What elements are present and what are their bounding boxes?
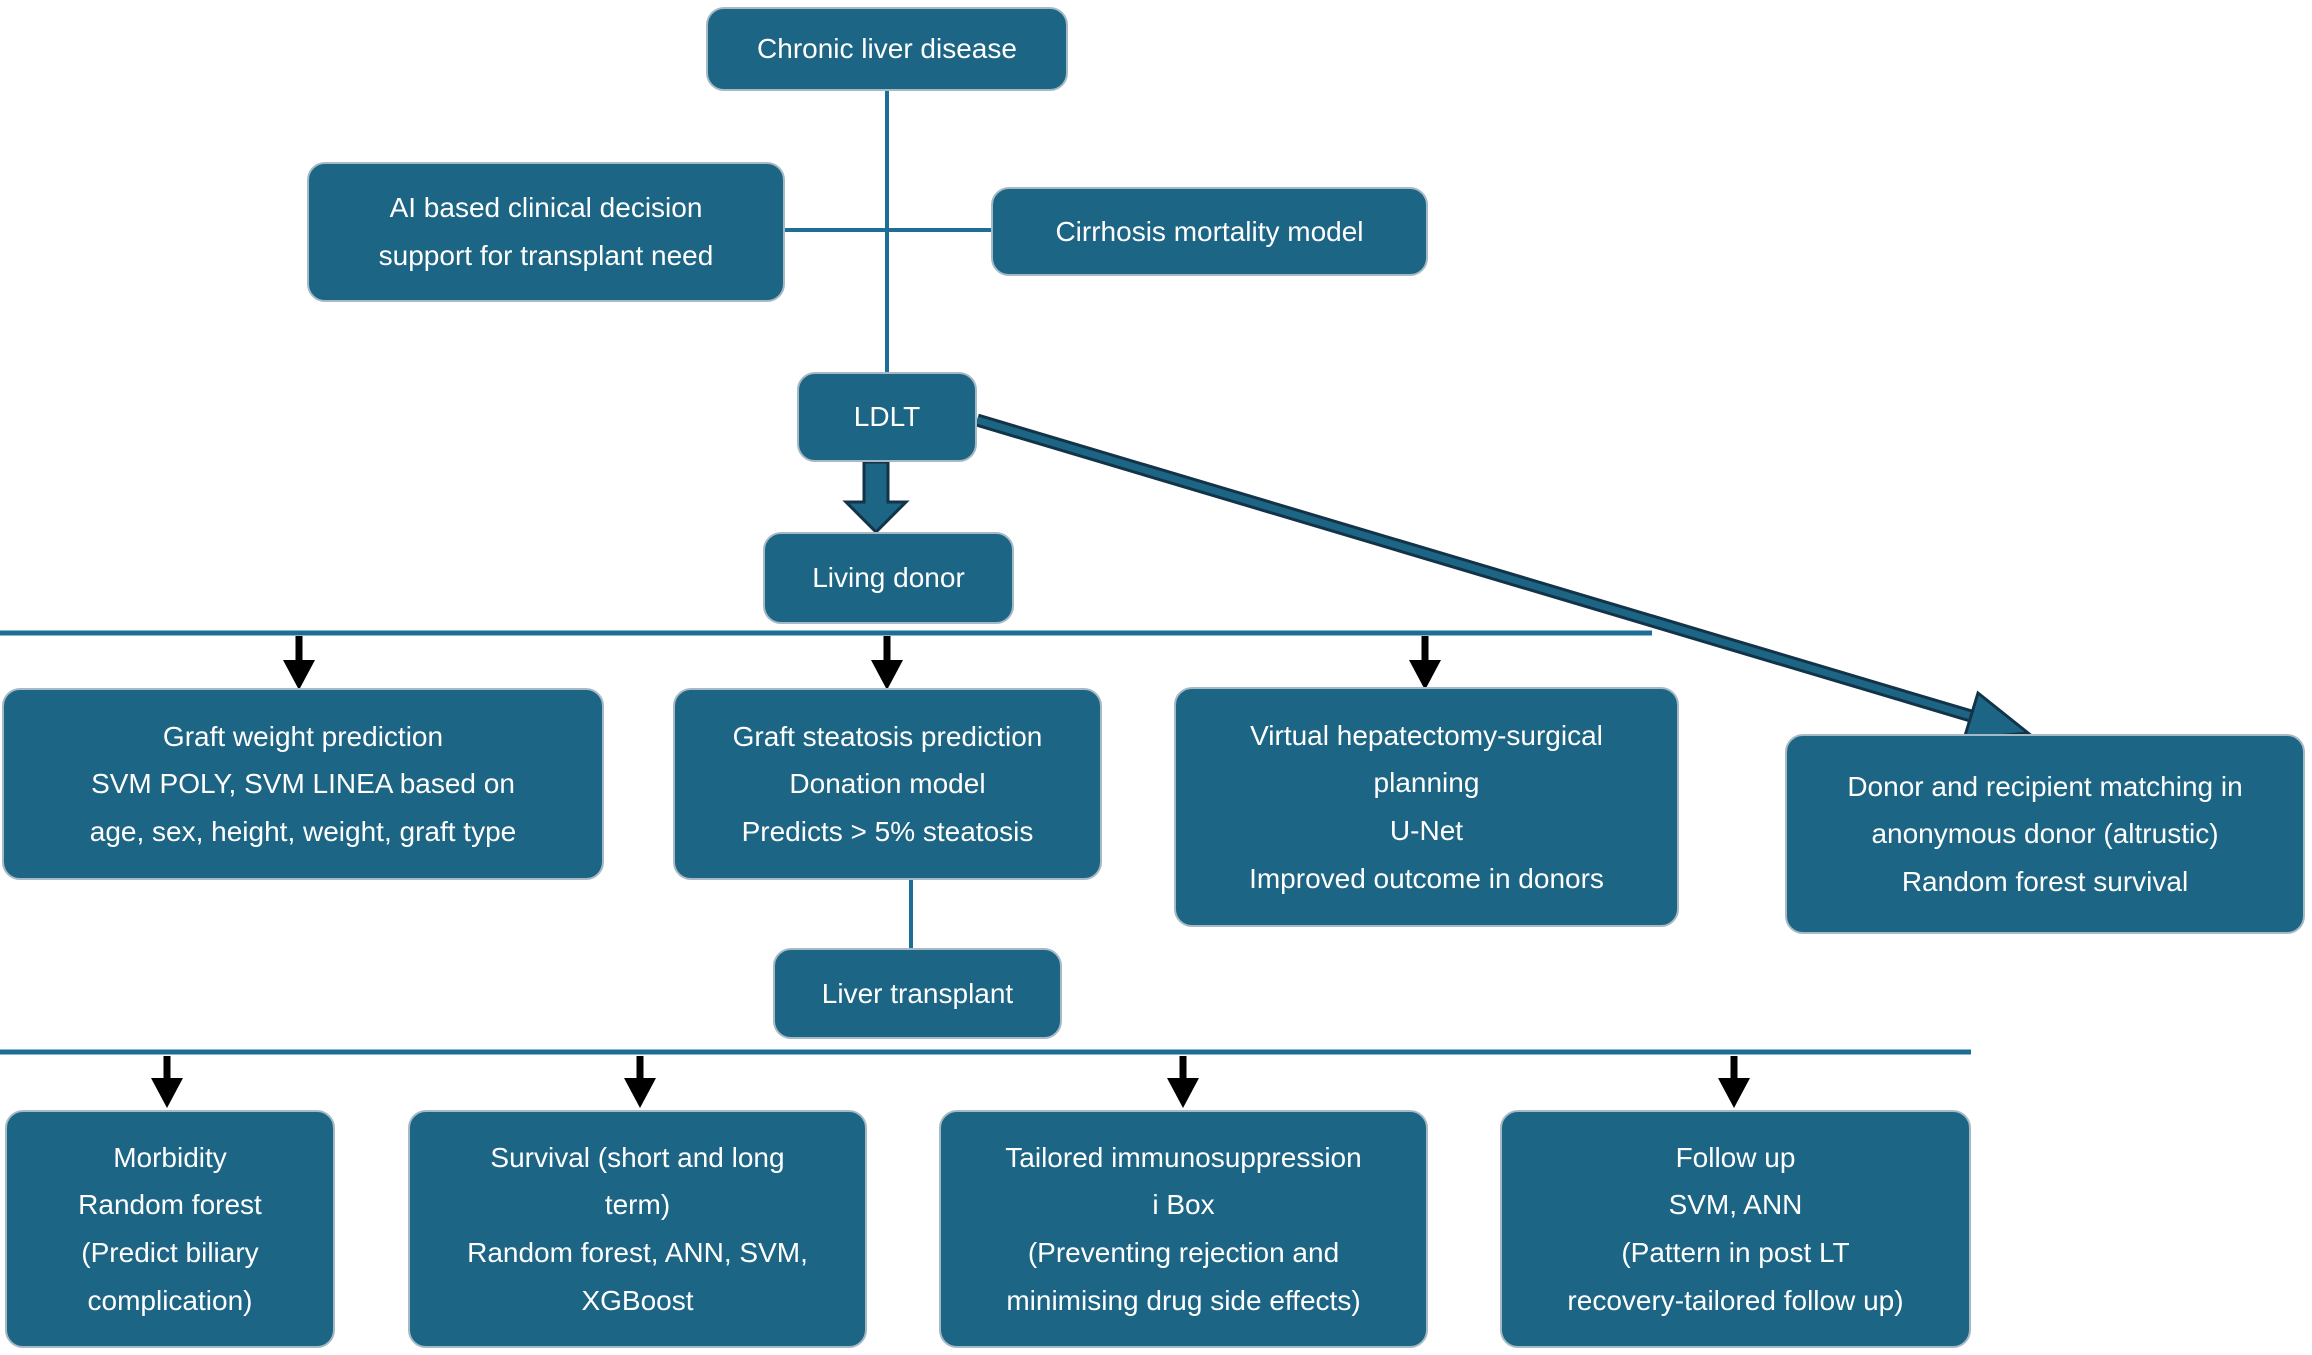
node-graft-steatosis-prediction: Graft steatosis prediction Donation mode… — [673, 688, 1102, 880]
node-cirrhosis-mortality-model: Cirrhosis mortality model — [991, 187, 1428, 276]
node-ai-decision-support: AI based clinical decision support for t… — [307, 162, 785, 302]
block-arrow-ldlt-to-living-donor — [842, 460, 910, 535]
arrow-to-survival — [624, 1056, 656, 1108]
node-follow-up: Follow up SVM, ANN (Pattern in post LT r… — [1500, 1110, 1971, 1348]
arrow-to-morbidity — [151, 1056, 183, 1108]
arrow-to-graft-steatosis — [871, 636, 903, 690]
node-morbidity: Morbidity Random forest (Predict biliary… — [5, 1110, 335, 1348]
node-chronic-liver-disease: Chronic liver disease — [706, 7, 1068, 91]
arrow-ldlt-to-donor-matching — [975, 413, 2032, 741]
node-graft-weight-prediction: Graft weight prediction SVM POLY, SVM LI… — [2, 688, 604, 880]
arrow-to-tailored-immunosuppression — [1167, 1056, 1199, 1108]
node-living-donor: Living donor — [763, 532, 1014, 624]
node-ldlt: LDLT — [797, 372, 977, 462]
node-survival: Survival (short and long term) Random fo… — [408, 1110, 867, 1348]
node-tailored-immunosuppression: Tailored immunosuppression i Box (Preven… — [939, 1110, 1428, 1348]
arrow-to-follow-up — [1718, 1056, 1750, 1108]
arrow-to-virtual-hepatectomy — [1409, 636, 1441, 690]
node-virtual-hepatectomy: Virtual hepatectomy-surgical planning U-… — [1174, 687, 1679, 927]
arrow-to-graft-weight — [283, 636, 315, 690]
node-liver-transplant: Liver transplant — [773, 948, 1062, 1039]
node-donor-recipient-matching: Donor and recipient matching in anonymou… — [1785, 734, 2305, 934]
